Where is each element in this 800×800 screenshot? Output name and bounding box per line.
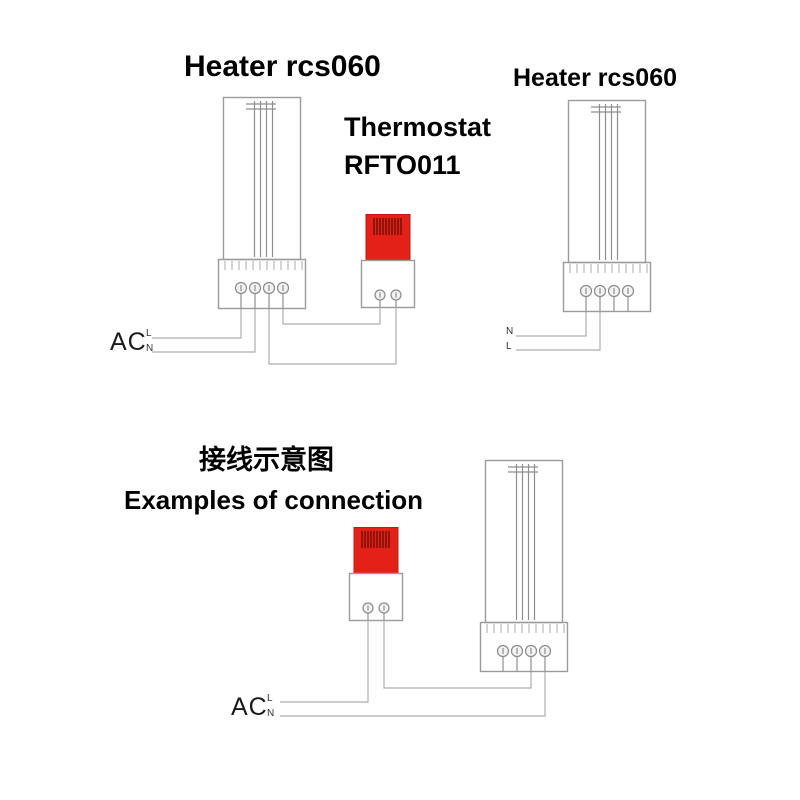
heater-left-diagram	[217, 96, 307, 310]
thermostat-model: RFTO011	[344, 150, 461, 180]
ac-top-line-l-label: L	[146, 328, 152, 339]
ac-top-line-n-label: N	[146, 343, 154, 354]
right-heater-l-label: L	[506, 341, 512, 352]
wires-bottom	[280, 620, 546, 717]
wires-top	[152, 307, 601, 365]
thermostat-title: Thermostat	[344, 112, 492, 142]
right-heater-n-label: N	[506, 326, 514, 337]
ac-source-top-label: AC	[110, 328, 147, 356]
heater-bottom-diagram	[479, 459, 569, 673]
section-title-english: Examples of connection	[124, 485, 424, 515]
heater-right-title: Heater rcs060	[513, 64, 678, 92]
ac-bottom-line-l-label: L	[267, 693, 273, 704]
thermostat-bottom-diagram	[348, 526, 404, 622]
section-title-chinese: 接线示意图	[199, 445, 334, 475]
thermostat-top-diagram	[360, 213, 416, 309]
ac-bottom-line-n-label: N	[267, 708, 275, 719]
heater-left-title: Heater rcs060	[184, 50, 381, 83]
heater-right-diagram	[562, 99, 652, 313]
ac-source-bottom-label: AC	[231, 693, 268, 721]
